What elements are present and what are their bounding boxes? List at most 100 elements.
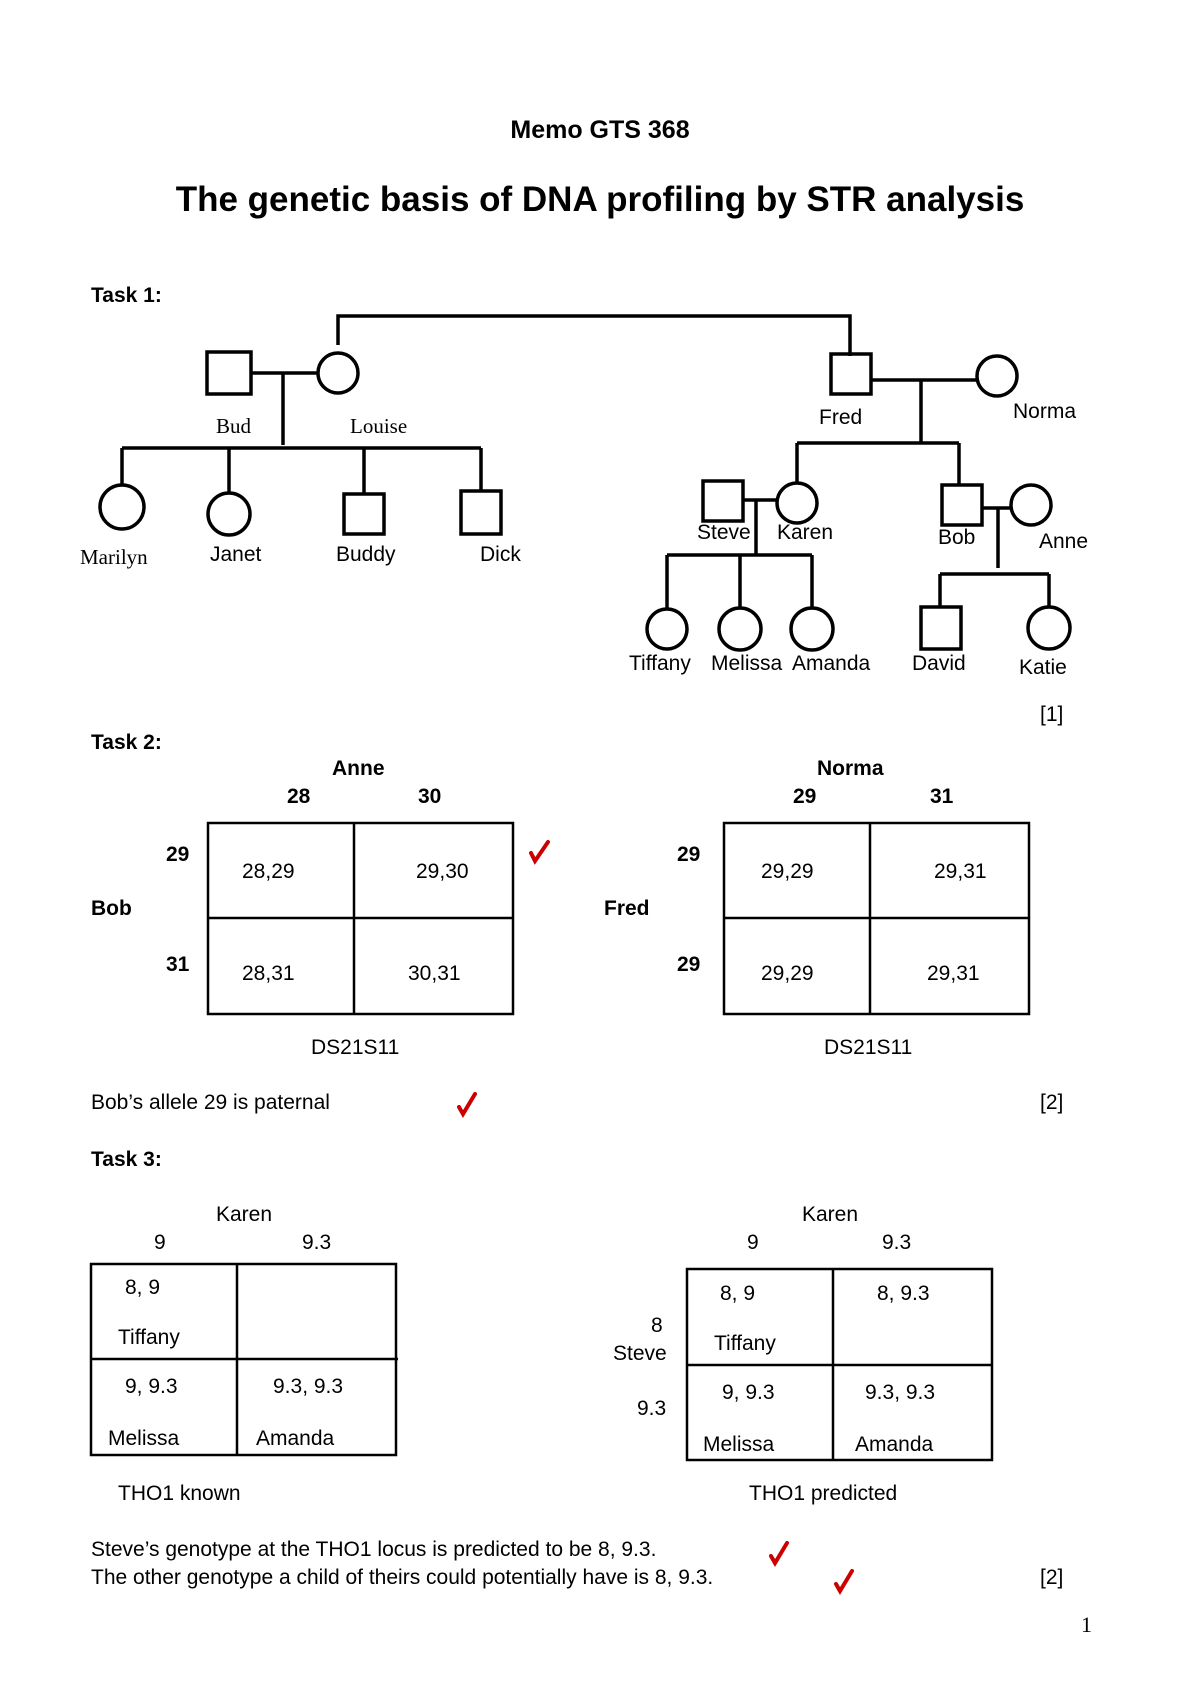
- label-louise: Louise: [350, 414, 408, 438]
- label-david: David: [912, 652, 966, 675]
- check-icon: [769, 1541, 789, 1567]
- t3-left-cell-3-name: Melissa: [108, 1427, 180, 1450]
- label-fred: Fred: [819, 406, 863, 429]
- pedigree-norma: [975, 354, 1019, 398]
- t2-left-cell-4: 30,31: [408, 962, 461, 985]
- check-icon: [834, 1569, 854, 1595]
- t3-left-cell-3-genotype: 9, 9.3: [125, 1375, 178, 1398]
- t3-right-caption: THO1 predicted: [749, 1482, 898, 1505]
- label-marilyn: Marilyn: [80, 545, 148, 569]
- pedigree-bob: [940, 483, 984, 527]
- task2-answer: Bob’s allele 29 is paternal: [91, 1091, 330, 1114]
- t3-left-cell-4-genotype: 9.3, 9.3: [273, 1375, 344, 1398]
- t2-left-top-allele-2: 30: [418, 785, 442, 808]
- t3-right-cell-3-genotype: 9, 9.3: [722, 1381, 775, 1404]
- label-buddy: Buddy: [336, 543, 396, 566]
- t2-left-cell-3: 28,31: [242, 962, 295, 985]
- t3-right-cell-2-genotype: 8, 9.3: [877, 1282, 930, 1305]
- t3-right-cell-4-name: Amanda: [855, 1433, 934, 1456]
- t2-left-cell-2: 29,30: [416, 860, 469, 883]
- pedigree-david: [919, 605, 963, 651]
- t2-left-locus: DS21S11: [311, 1036, 400, 1059]
- check-icon: [529, 840, 550, 865]
- label-norma: Norma: [1013, 400, 1077, 423]
- t3-right-side-allele-1: 8: [651, 1314, 663, 1337]
- t2-right-top-allele-2: 31: [930, 785, 954, 808]
- task3-label: Task 3:: [91, 1148, 162, 1171]
- label-steve: Steve: [697, 521, 751, 544]
- t2-left-cell-1: 28,29: [242, 860, 295, 883]
- pedigree-dick: [459, 489, 503, 536]
- task2-mark: [2]: [1040, 1091, 1064, 1114]
- t3-left-caption: THO1 known: [118, 1482, 241, 1505]
- pedigree-amanda: [789, 606, 835, 652]
- t3-right-top-allele-2: 9.3: [882, 1231, 912, 1254]
- t2-right-top-allele-1: 29: [793, 785, 817, 808]
- t3-right-cell-3-name: Melissa: [703, 1433, 775, 1456]
- t2-left-top-allele-1: 28: [287, 785, 311, 808]
- t2-right-side-allele-2: 29: [677, 953, 701, 976]
- pedigree-buddy: [342, 492, 386, 536]
- t2-right-cell-3: 29,29: [761, 962, 814, 985]
- label-karen: Karen: [777, 521, 834, 544]
- t3-right-cell-4-genotype: 9.3, 9.3: [865, 1381, 936, 1404]
- t3-right-side-parent: Steve: [613, 1342, 667, 1365]
- t3-right-cell-1-genotype: 8, 9: [720, 1282, 756, 1305]
- pedigree-bud: [205, 350, 253, 396]
- task3-mark: [2]: [1040, 1566, 1064, 1589]
- task3-answer-2: The other genotype a child of theirs cou…: [91, 1566, 714, 1589]
- t2-left-side-allele-2: 31: [166, 953, 190, 976]
- t3-left-top-allele-1: 9: [154, 1231, 166, 1254]
- t3-right-cell-1-name: Tiffany: [714, 1332, 776, 1355]
- label-melissa: Melissa: [711, 652, 783, 675]
- t3-left-cell-1-genotype: 8, 9: [125, 1276, 161, 1299]
- label-anne: Anne: [1039, 530, 1089, 553]
- t2-right-cell-1: 29,29: [761, 860, 814, 883]
- label-katie: Katie: [1019, 656, 1067, 679]
- t3-right-side-allele-2: 9.3: [637, 1397, 667, 1420]
- page-number: 1: [1081, 1612, 1092, 1637]
- sibling-line-louise-fred: [336, 314, 852, 356]
- pedigree-tiffany: [645, 607, 689, 651]
- t2-right-side-parent: Fred: [604, 897, 650, 920]
- label-bob: Bob: [938, 526, 976, 549]
- pedigree-karen: [775, 481, 819, 525]
- pedigree-melissa: [717, 606, 763, 652]
- t2-right-cell-4: 29,31: [927, 962, 980, 985]
- t2-left-side-allele-1: 29: [166, 843, 190, 866]
- task2-label: Task 2:: [91, 731, 162, 754]
- memo-code: Memo GTS 368: [510, 116, 690, 144]
- t2-right-side-allele-1: 29: [677, 843, 701, 866]
- t2-left-top-parent: Anne: [332, 757, 385, 780]
- t3-left-top-parent: Karen: [216, 1203, 273, 1226]
- t2-right-cell-2: 29,31: [934, 860, 987, 883]
- t2-left-side-parent: Bob: [91, 897, 132, 920]
- label-amanda: Amanda: [792, 652, 871, 675]
- task1-label: Task 1:: [91, 284, 162, 307]
- t3-left-cell-1-name: Tiffany: [118, 1326, 180, 1349]
- page-title: The genetic basis of DNA profiling by ST…: [175, 180, 1025, 219]
- t2-right-top-parent: Norma: [817, 757, 884, 780]
- pedigree-janet: [206, 491, 252, 537]
- label-tiffany: Tiffany: [629, 652, 691, 675]
- task3-answer-1: Steve’s genotype at the THO1 locus is pr…: [91, 1538, 657, 1561]
- pedigree-marilyn: [98, 483, 146, 531]
- t3-left-cell-4-name: Amanda: [256, 1427, 335, 1450]
- t3-left-top-allele-2: 9.3: [302, 1231, 332, 1254]
- label-dick: Dick: [480, 543, 521, 566]
- t2-right-locus: DS21S11: [824, 1036, 913, 1059]
- pedigree-katie: [1026, 605, 1072, 651]
- label-janet: Janet: [210, 543, 262, 566]
- pedigree-louise: [316, 351, 360, 395]
- pedigree-anne: [1009, 483, 1053, 527]
- pedigree-fred: [829, 352, 873, 396]
- check-icon: [457, 1092, 477, 1118]
- t3-right-top-parent: Karen: [802, 1203, 859, 1226]
- task1-mark: [1]: [1040, 703, 1064, 726]
- label-bud: Bud: [216, 414, 252, 438]
- t3-right-top-allele-1: 9: [747, 1231, 759, 1254]
